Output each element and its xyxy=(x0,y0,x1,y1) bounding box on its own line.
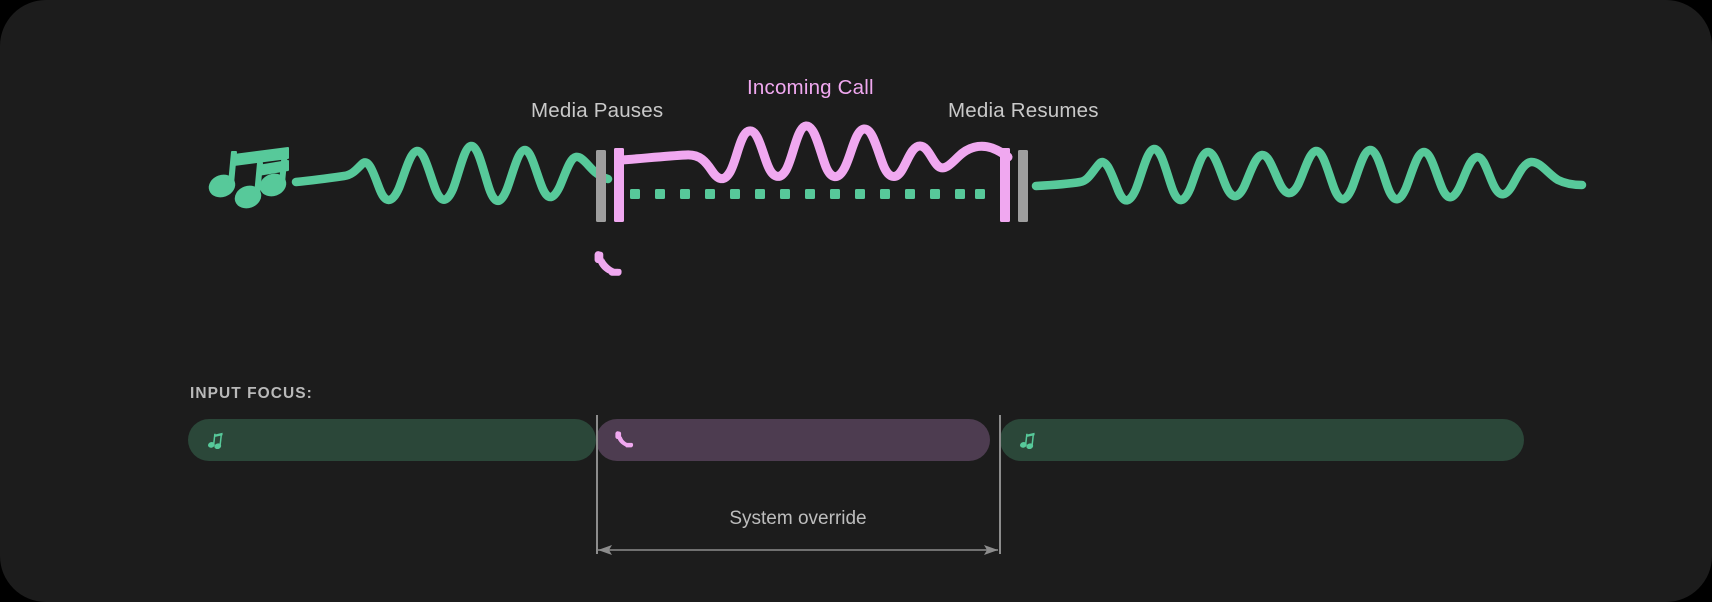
resume-marker-pink xyxy=(1000,148,1010,222)
system-override-arrow xyxy=(598,545,998,555)
focus-bar-incoming-call[interactable] xyxy=(596,419,990,461)
input-focus-caption: INPUT FOCUS: xyxy=(190,385,313,402)
focus-bar-media-before[interactable] xyxy=(188,419,596,461)
label-media-resumes: Media Resumes xyxy=(948,99,1099,122)
audio-timeline: Media Pauses Incoming Call Media Resumes xyxy=(208,76,1587,276)
label-incoming-call: Incoming Call xyxy=(747,76,874,99)
override-divider-left xyxy=(596,415,598,554)
focus-bar-media-after[interactable] xyxy=(1000,419,1524,461)
music-notes-icon xyxy=(1019,431,1039,450)
pause-marker-pink xyxy=(614,148,624,222)
phone-handset-icon xyxy=(594,251,622,276)
resume-marker-gray xyxy=(1018,150,1028,222)
phone-handset-icon xyxy=(615,431,634,450)
music-notes-icon xyxy=(208,147,289,209)
media-muted-dotted-baseline xyxy=(630,189,985,199)
call-waveform xyxy=(617,121,1013,184)
waveform-svg xyxy=(208,121,1587,276)
system-override-label: System override xyxy=(729,508,867,529)
input-focus-section: INPUT FOCUS: xyxy=(0,330,1712,602)
music-notes-icon xyxy=(207,431,227,450)
override-divider-right xyxy=(999,415,1001,554)
media-waveform-before xyxy=(291,141,613,206)
pause-marker-gray xyxy=(596,150,606,222)
media-waveform-after xyxy=(1031,144,1587,205)
label-media-pauses: Media Pauses xyxy=(531,99,664,122)
